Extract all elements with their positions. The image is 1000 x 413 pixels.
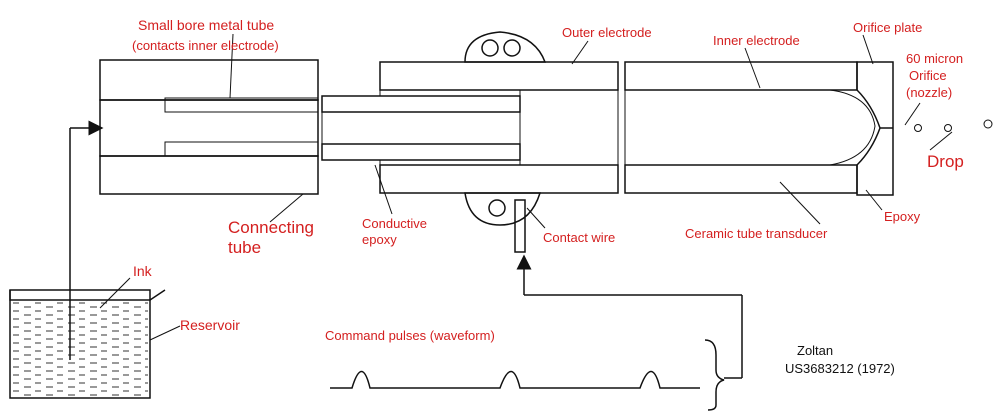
- drops: [914, 119, 993, 132]
- label-epoxy-right: Epoxy: [884, 209, 921, 224]
- label-contacts-inner: (contacts inner electrode): [132, 38, 279, 53]
- label-orifice-plate: Orifice plate: [853, 20, 922, 35]
- label-drop: Drop: [927, 152, 964, 171]
- label-epoxy-left: epoxy: [362, 232, 397, 247]
- label-ink: Ink: [133, 263, 153, 279]
- contact-wire-assembly: [464, 192, 542, 253]
- label-reservoir: Reservoir: [180, 317, 240, 333]
- citation-author: Zoltan: [797, 343, 833, 358]
- label-orifice: Orifice: [909, 68, 947, 83]
- label-60-micron: 60 micron: [906, 51, 963, 66]
- label-ceramic-tube: Ceramic tube transducer: [685, 226, 828, 241]
- label-small-bore-tube: Small bore metal tube: [138, 17, 274, 33]
- small-bore-metal-tube: [321, 95, 521, 161]
- leader-lines: [99, 33, 953, 341]
- command-waveform: [330, 254, 743, 411]
- label-tube: tube: [228, 238, 261, 257]
- label-contact-wire: Contact wire: [543, 230, 615, 245]
- reservoir: [9, 289, 166, 399]
- outer-electrode-contact: [464, 31, 547, 63]
- label-command-pulses: Command pulses (waveform): [325, 328, 495, 343]
- orifice-plate: [856, 61, 894, 196]
- feed-line: [69, 120, 104, 360]
- label-inner-electrode: Inner electrode: [713, 33, 800, 48]
- citation-patent: US3683212 (1972): [785, 361, 895, 376]
- label-outer-electrode: Outer electrode: [562, 25, 652, 40]
- label-connecting: Connecting: [228, 218, 314, 237]
- label-conductive: Conductive: [362, 216, 427, 231]
- label-nozzle: (nozzle): [906, 85, 952, 100]
- ceramic-tube-transducer: [379, 61, 876, 194]
- connecting-tube: [99, 59, 319, 195]
